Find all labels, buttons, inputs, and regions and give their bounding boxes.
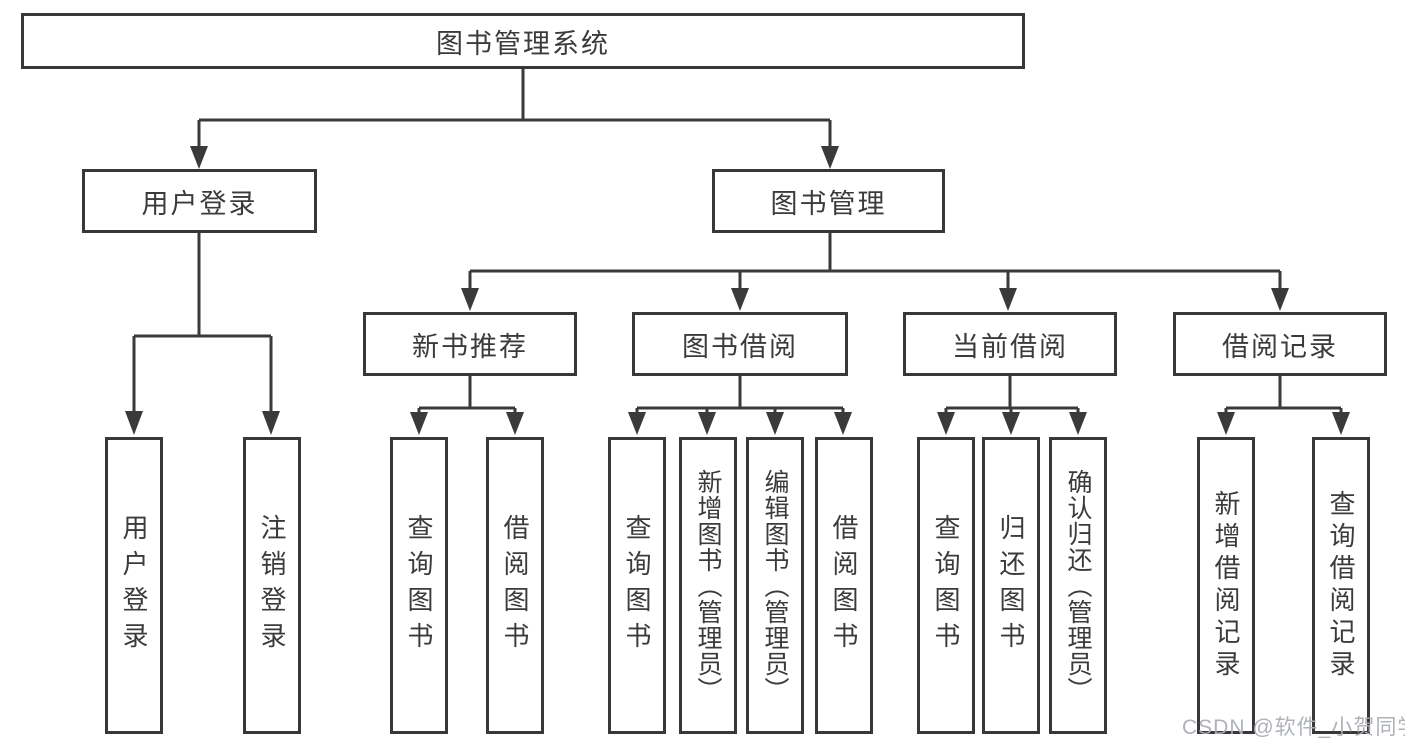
- node-book-management: 图书管理: [712, 169, 945, 233]
- node-book-borrow: 图书借阅: [632, 312, 848, 376]
- leaf-current-return-books: 归还图书: [982, 437, 1040, 734]
- node-library-management-system: 图书管理系统: [21, 13, 1025, 69]
- leaf-user-login: 用户登录: [105, 437, 163, 734]
- leaf-borrow-query-books: 查询图书: [608, 437, 666, 734]
- leaf-logout: 注销登录: [243, 437, 301, 734]
- watermark: CSDN @软件_小贺同学: [1182, 716, 1405, 739]
- connector-borrow: [628, 376, 852, 435]
- connector-user-login: [125, 233, 280, 435]
- leaf-newbook-borrow-books: 借阅图书: [486, 437, 544, 734]
- leaf-records-query-record: 查询借阅记录: [1312, 437, 1370, 734]
- connector-records: [1217, 376, 1350, 435]
- leaf-newbook-query-books: 查询图书: [390, 437, 448, 734]
- leaf-current-query-books: 查询图书: [917, 437, 975, 734]
- node-new-book-recommend: 新书推荐: [363, 312, 577, 376]
- leaf-current-confirm-return-admin: 确认归还（管理员）: [1049, 437, 1107, 734]
- leaf-records-add-record: 新增借阅记录: [1197, 437, 1255, 734]
- connector-book-management: [461, 233, 1289, 311]
- node-current-borrow: 当前借阅: [903, 312, 1117, 376]
- node-borrow-records: 借阅记录: [1173, 312, 1387, 376]
- connector-new-book: [410, 376, 524, 435]
- leaf-borrow-edit-books-admin: 编辑图书（管理员）: [746, 437, 804, 734]
- leaf-borrow-borrow-books: 借阅图书: [815, 437, 873, 734]
- connector-current: [937, 376, 1087, 435]
- leaf-borrow-add-books-admin: 新增图书（管理员）: [679, 437, 737, 734]
- connector-root: [190, 68, 839, 169]
- node-user-login: 用户登录: [82, 169, 317, 233]
